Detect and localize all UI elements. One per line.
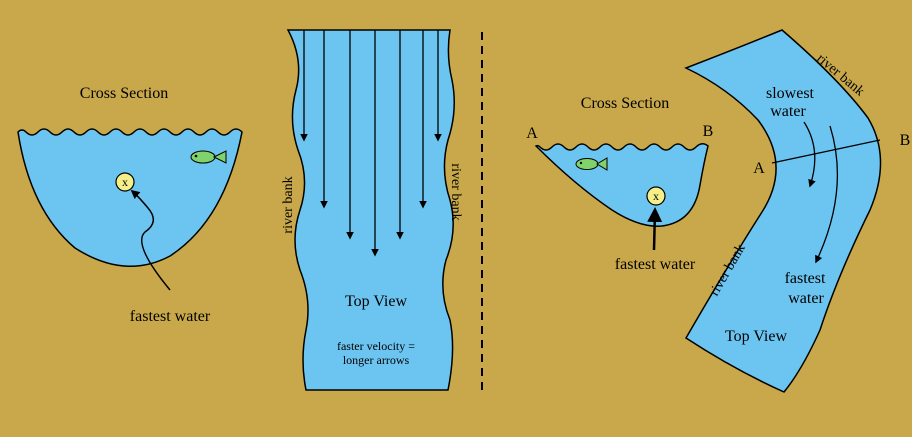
velocity-note-line2: longer arrows <box>343 353 410 367</box>
river-bend-top-view: river bank river bank slowest water A B … <box>684 29 911 393</box>
fastest-water-marker <box>646 186 666 206</box>
section-line-a-b <box>771 139 881 164</box>
slow-flow-arrow <box>803 121 816 188</box>
right-cross-section-title: Cross Section <box>581 95 669 112</box>
fish-icon <box>575 157 608 171</box>
straight-right-bank-label: river bank <box>448 163 463 220</box>
left-fastest-water-caption: fastest water <box>130 308 211 325</box>
velocity-note-line1: faster velocity = <box>337 339 415 353</box>
fastest-water-label-line2: water <box>788 290 824 307</box>
right-cross-section: Cross Section A B x fastest water <box>526 95 713 273</box>
river-bend-water <box>684 29 882 393</box>
left-cross-section-title: Cross Section <box>80 85 168 102</box>
right-fastest-water-marker-label: x <box>653 189 659 203</box>
right-cross-section-water <box>534 143 709 227</box>
slowest-water-label-line2: water <box>770 103 806 120</box>
fish-icon <box>190 150 227 164</box>
right-cross-section-label-a: A <box>526 125 538 142</box>
slowest-water-label-line1: slowest <box>766 85 815 102</box>
velocity-arrows <box>300 30 442 257</box>
bend-top-view-title: Top View <box>725 328 788 345</box>
fastest-water-pointer <box>130 189 171 291</box>
right-fastest-water-pointer <box>647 207 663 251</box>
bend-label-a: A <box>753 160 765 177</box>
fast-flow-arrow <box>815 125 838 264</box>
straight-river-top-view: river bank river bank Top View faster ve… <box>281 29 463 391</box>
right-cross-section-label-b: B <box>703 123 714 140</box>
straight-top-view-title: Top View <box>345 293 408 310</box>
straight-left-bank-label: river bank <box>281 176 296 233</box>
right-fastest-water-caption: fastest water <box>615 256 696 273</box>
fastest-water-marker-label: x <box>122 175 128 189</box>
fastest-water-label-line1: fastest <box>785 270 826 287</box>
bend-label-b: B <box>900 132 911 149</box>
left-cross-section: Cross Section x fastest water <box>17 85 243 325</box>
fastest-water-marker <box>115 172 135 192</box>
straight-river-water <box>286 29 455 391</box>
left-cross-section-water <box>17 128 243 267</box>
